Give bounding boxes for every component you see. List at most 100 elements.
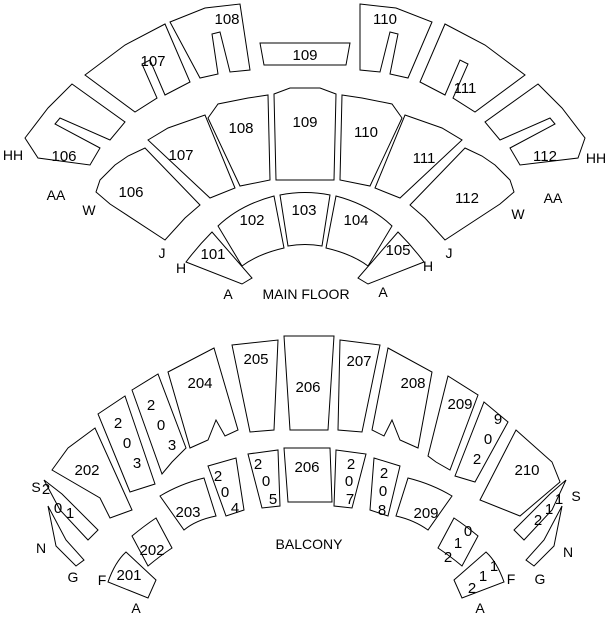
main-floor-labels: 108 110 107 109 111 106 108 109 110 112 … [3,11,606,302]
section-label: 0 [123,435,131,452]
row-label: AA [47,187,66,203]
main-floor-title: MAIN FLOOR [262,286,349,302]
section-103[interactable] [279,192,331,247]
section-111-upper[interactable] [419,23,526,113]
section-207[interactable] [337,339,381,433]
section-112-lower[interactable] [409,147,515,241]
section-105[interactable] [357,231,425,285]
section-label: 0 [221,484,229,501]
row-label: G [535,571,546,587]
section-label: 207 [346,353,371,370]
row-label: A [131,600,141,616]
section-204[interactable] [167,347,239,449]
section-label: 102 [239,212,264,229]
section-label: 107 [168,147,193,164]
section-label: 0 [54,500,62,517]
section-109-lower[interactable] [273,87,337,181]
section-203-upper-a[interactable] [97,395,156,493]
section-201-upper[interactable] [43,479,99,541]
row-label: A [378,284,388,300]
section-label: 2 [468,580,476,597]
section-211-side[interactable] [525,505,563,567]
row-label: A [223,286,233,302]
section-208[interactable] [371,347,433,449]
section-label: 1 [479,568,487,585]
section-109-upper[interactable] [259,42,351,66]
section-210-lower[interactable] [437,517,479,567]
section-104[interactable] [325,195,393,267]
section-202-upper[interactable] [51,427,133,519]
section-label: 0 [379,483,387,500]
section-label: 209 [447,396,472,413]
section-108-upper[interactable] [169,3,251,79]
row-label: N [563,544,573,560]
section-label: 108 [214,11,239,28]
section-label: 0 [157,417,165,434]
section-111-lower[interactable] [374,114,463,199]
section-101[interactable] [185,231,253,285]
section-label: 105 [385,242,410,259]
section-209-side[interactable] [454,401,509,483]
section-210[interactable] [479,429,561,517]
balcony-title: BALCONY [276,536,344,552]
section-112-upper[interactable] [484,83,586,166]
section-107-lower[interactable] [147,114,236,199]
row-label: H [176,260,186,276]
section-label: 3 [133,455,141,472]
section-label: 110 [354,124,378,141]
section-label: 111 [454,80,477,97]
section-106-upper[interactable] [24,83,126,166]
section-label: 106 [51,148,76,165]
section-209-upper[interactable] [427,375,479,471]
section-label: 2 [114,415,122,432]
section-205[interactable] [231,339,279,433]
row-label: F [98,572,107,588]
section-205-lower[interactable] [247,449,281,509]
section-label: 4 [231,500,239,517]
section-label: 0 [345,473,353,490]
section-label: 109 [292,114,317,131]
section-202-lower[interactable] [131,517,173,567]
section-label: 206 [294,459,319,476]
section-label: 2 [380,465,388,482]
section-206-lower[interactable] [283,447,333,503]
section-211-lower[interactable] [453,551,505,599]
section-204-lower[interactable] [207,457,245,517]
section-label: 112 [533,148,557,165]
section-201-side[interactable] [47,505,85,567]
section-label: 202 [74,462,99,479]
section-107-upper[interactable] [84,23,191,113]
section-207-lower[interactable] [333,449,367,509]
section-110-upper[interactable] [359,3,433,79]
section-label: 107 [140,53,165,70]
section-label: 103 [291,202,316,219]
section-label: 210 [514,462,539,479]
section-label: 203 [175,504,200,521]
section-label: 5 [269,491,277,508]
row-label: H [423,258,433,274]
section-211-upper[interactable] [513,479,567,541]
section-label: 2 [42,481,50,498]
section-label: 1 [454,535,462,552]
balcony-labels: 205 206 207 204 208 209 2 0 3 2 0 3 2 0 … [31,351,580,616]
section-102[interactable] [217,195,285,267]
section-209-lower[interactable] [395,477,453,531]
section-label: 7 [346,491,354,508]
section-label: 2 [254,456,262,473]
section-108-lower[interactable] [207,94,271,187]
row-label: F [507,571,516,587]
section-label: 2 [534,512,542,529]
section-110-lower[interactable] [339,94,403,187]
section-label: 112 [455,190,479,207]
section-201-lower[interactable] [107,551,157,599]
section-203-upper-b[interactable] [131,373,187,475]
row-label: W [82,202,96,218]
section-label: 0 [464,523,472,540]
section-label: 110 [373,11,397,28]
section-203-lower[interactable] [159,477,217,531]
section-label: 2 [444,549,452,566]
section-208-lower[interactable] [369,457,401,517]
section-206-upper[interactable] [283,335,335,431]
row-label: J [159,245,166,261]
section-106-lower[interactable] [95,147,201,241]
